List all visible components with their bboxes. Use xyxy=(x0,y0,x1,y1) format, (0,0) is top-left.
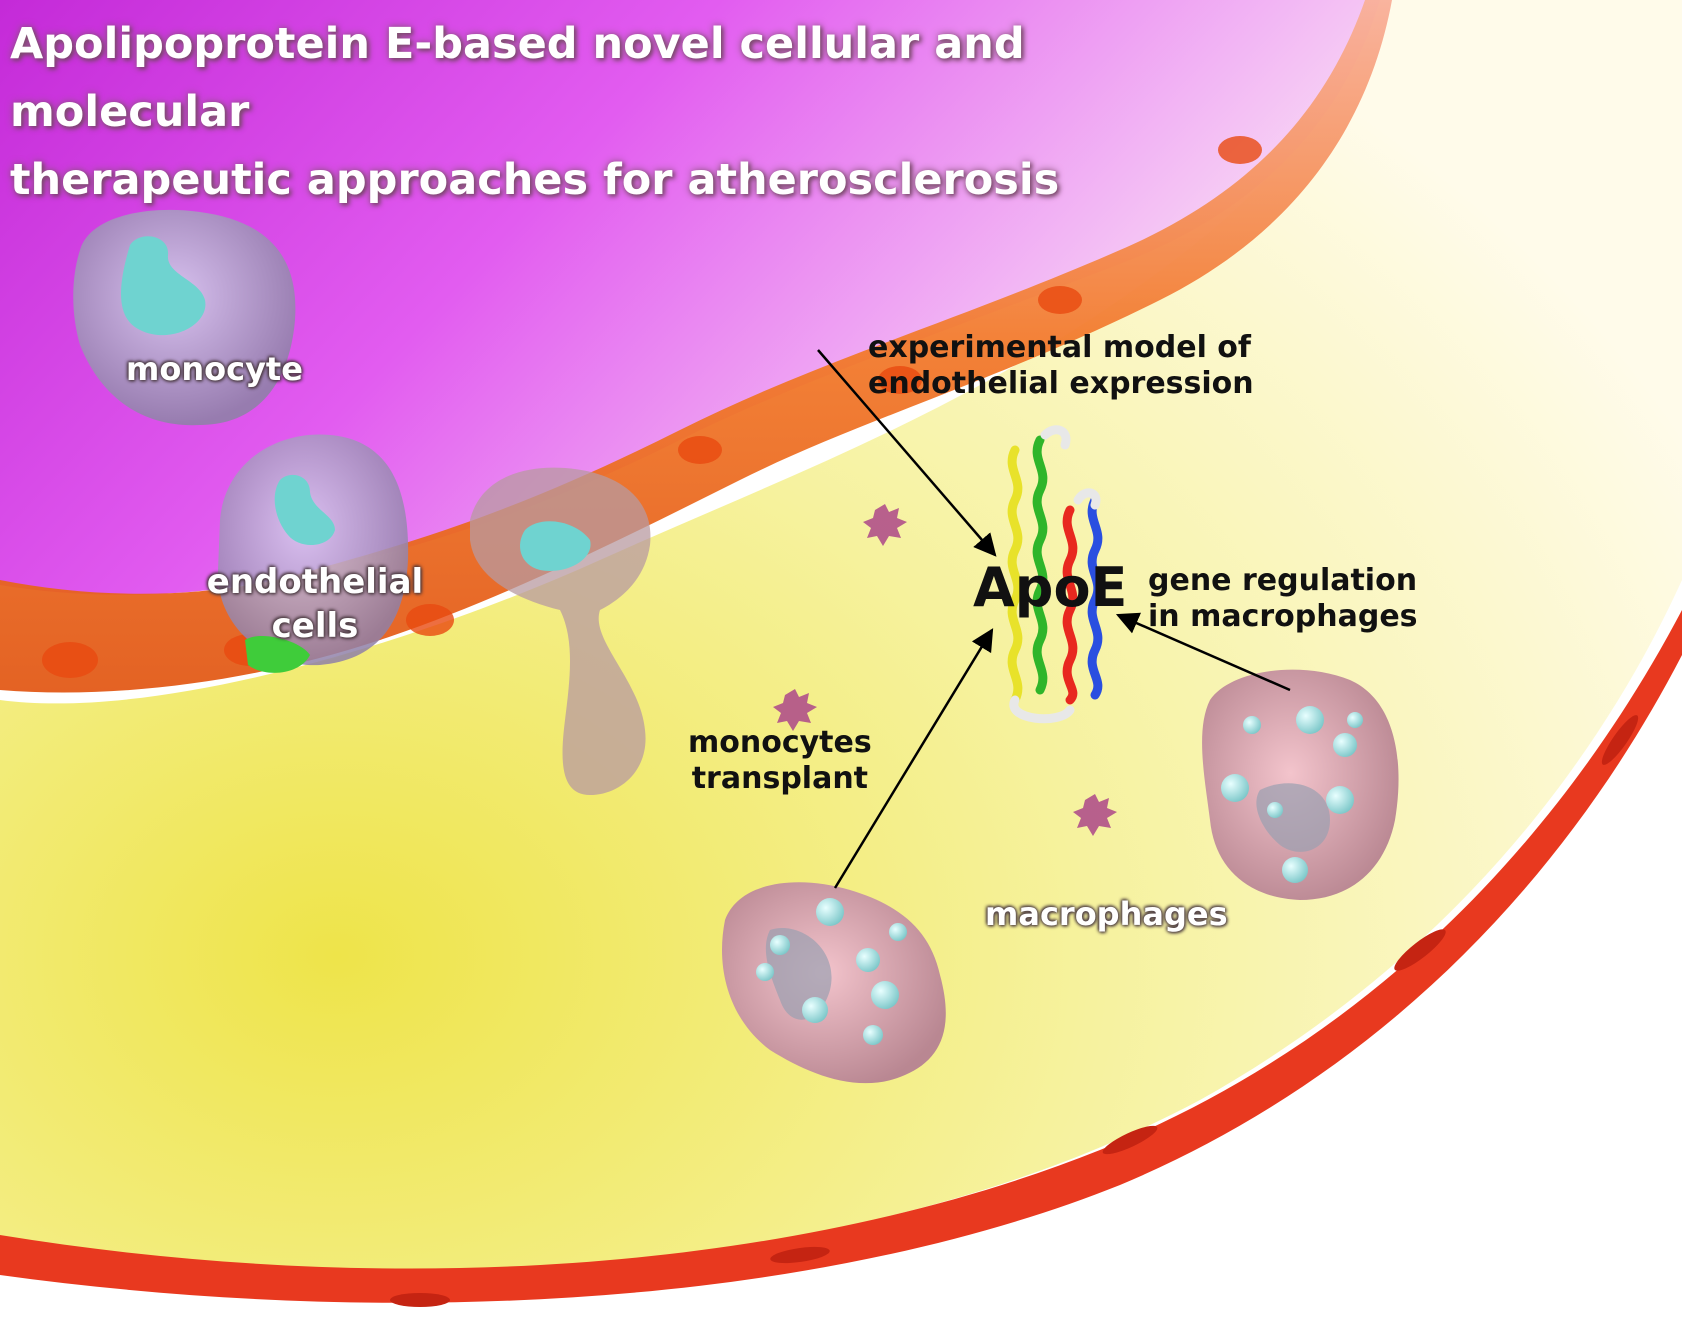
cytokine-particle xyxy=(773,504,1117,836)
macrophage-cell-lower xyxy=(722,882,946,1084)
arrow-endothelial-expression xyxy=(817,349,997,557)
gene-regulation-label: gene regulation in macrophages xyxy=(1148,563,1418,635)
macrophage-cell-upper xyxy=(1202,669,1399,900)
monocyte-label: monocyte xyxy=(126,350,303,388)
monocyte-cell xyxy=(73,209,296,426)
adventitia-nuclei xyxy=(390,715,1639,1307)
monocytes-label-line-1: monocytes xyxy=(688,725,872,760)
title-line-2: therapeutic approaches for atheroscleros… xyxy=(10,155,1060,205)
gene-label-line-1: gene regulation xyxy=(1148,563,1418,598)
endothelial-cells-label: endothelial cells xyxy=(205,560,425,648)
vessel-wall xyxy=(0,0,1682,1275)
experimental-model-label: experimental model of endothelial expres… xyxy=(868,330,1254,402)
endothelial-cell xyxy=(217,434,409,673)
experimental-label-line-2: endothelial expression xyxy=(868,366,1254,401)
endothelial-label-line-1: endothelial xyxy=(206,562,424,602)
arrow-gene-regulation xyxy=(1115,612,1291,692)
monocytes-label-line-2: transplant xyxy=(691,761,869,796)
transmigrating-monocyte xyxy=(470,467,651,795)
apoe-protein-ribbon xyxy=(1007,425,1103,724)
diagram-title: Apolipoprotein E-based novel cellular an… xyxy=(10,10,1250,214)
endothelial-label-line-2: cells xyxy=(271,606,359,646)
experimental-label-line-1: experimental model of xyxy=(868,330,1251,365)
endothelium-layer xyxy=(0,0,1392,693)
apoe-label: ApoE xyxy=(973,556,1128,619)
gene-label-line-2: in macrophages xyxy=(1148,599,1418,634)
macrophages-label: macrophages xyxy=(985,895,1228,933)
monocytes-transplant-label: monocytes transplant xyxy=(688,725,872,797)
title-line-1: Apolipoprotein E-based novel cellular an… xyxy=(10,19,1025,137)
arrow-monocytes-transplant xyxy=(833,628,994,889)
